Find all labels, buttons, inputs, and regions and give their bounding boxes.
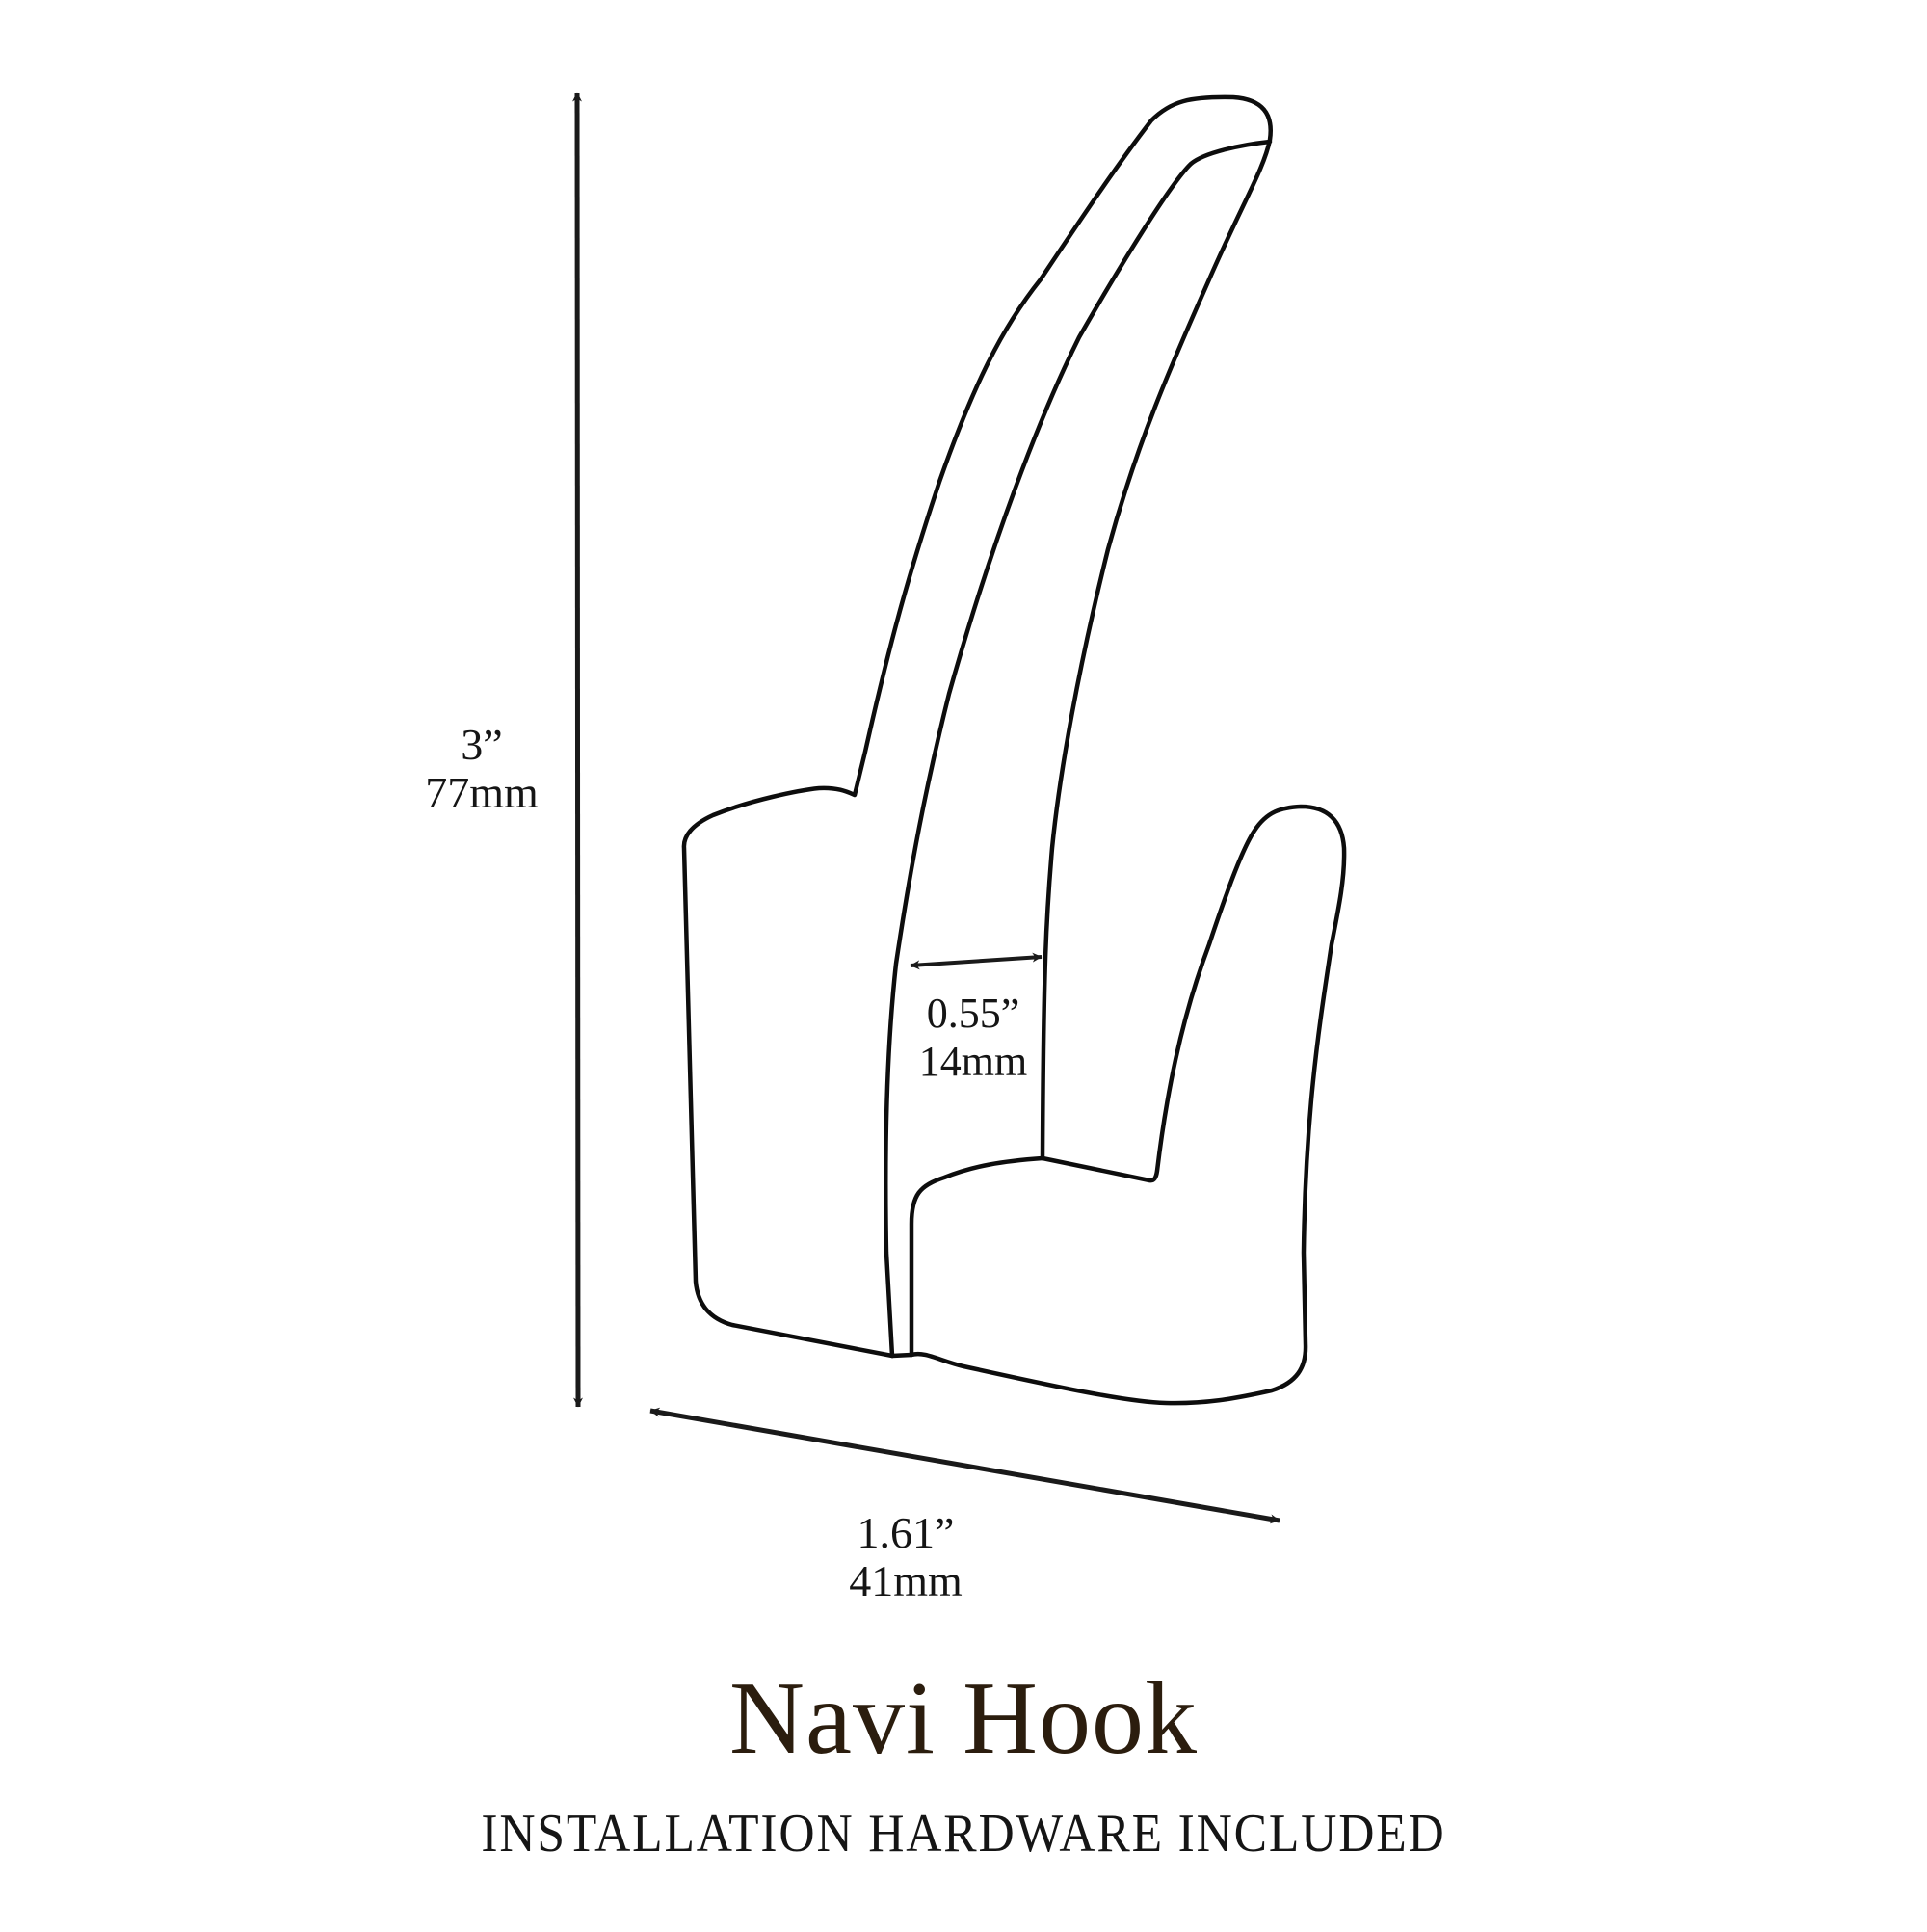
height-arrow [572, 92, 583, 1408]
height-dimension-label: 3” 77mm [385, 723, 578, 819]
width-arrow [649, 1407, 1280, 1524]
width-dimension-label: 1.61” 41mm [809, 1511, 1002, 1607]
product-subtitle: INSTALLATION HARDWARE INCLUDED [481, 1804, 1446, 1864]
hook-right-prong [889, 804, 1347, 1406]
width-imperial: 1.61” [857, 1508, 955, 1557]
hook-groove [909, 1155, 1045, 1358]
height-metric: 77mm [425, 768, 539, 817]
hook-outer-left-contour [681, 94, 1273, 1359]
stem-width-arrow [910, 952, 1043, 970]
stem-width-dimension-label: 0.55” 14mm [896, 992, 1050, 1089]
hook-shape [681, 94, 1347, 1406]
width-metric: 41mm [849, 1556, 963, 1605]
stem-width-metric: 14mm [918, 1038, 1028, 1085]
stem-width-imperial: 0.55” [926, 990, 1020, 1037]
dimension-arrows [572, 92, 1280, 1524]
height-imperial: 3” [461, 720, 503, 769]
hook-inner-ridge [884, 139, 1273, 1359]
product-title: Navi Hook [729, 1661, 1198, 1776]
